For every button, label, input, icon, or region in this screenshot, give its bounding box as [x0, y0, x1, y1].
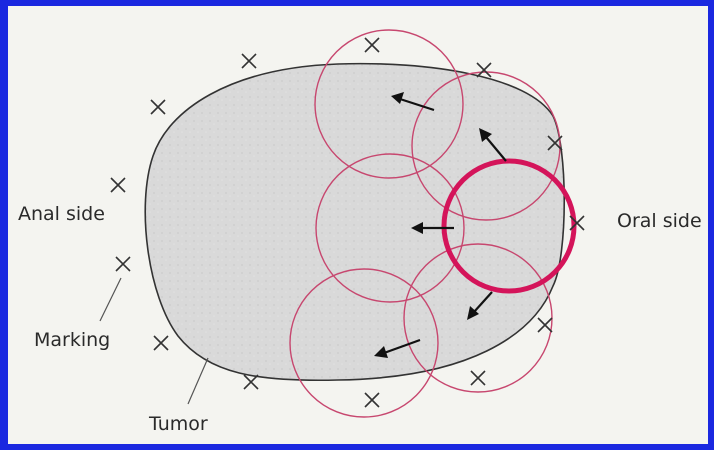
tumor-label: Tumor [148, 413, 208, 435]
marking-x-icon [151, 100, 165, 114]
tumor-leader-line [188, 358, 208, 404]
marking-x-icon [471, 371, 485, 385]
marking-x-icon [111, 178, 125, 192]
marking-x-icon [154, 336, 168, 350]
marking-x-icon [538, 318, 552, 332]
marking-x-icon [242, 54, 256, 68]
anal-side-label: Anal side [18, 203, 105, 225]
diagram: Anal side Oral side Marking Tumor [8, 6, 708, 444]
marking-x-icon [116, 257, 130, 271]
tumor-shape [145, 64, 564, 381]
marking-leader-line [100, 278, 121, 321]
figure-panel: Anal side Oral side Marking Tumor [8, 6, 708, 444]
oral-side-label: Oral side [617, 210, 702, 232]
marking-x-icon [365, 38, 379, 52]
marking-label: Marking [34, 329, 110, 351]
marking-x-icon [244, 375, 258, 389]
marking-x-icon [477, 63, 491, 77]
marking-x-icon [365, 393, 379, 407]
